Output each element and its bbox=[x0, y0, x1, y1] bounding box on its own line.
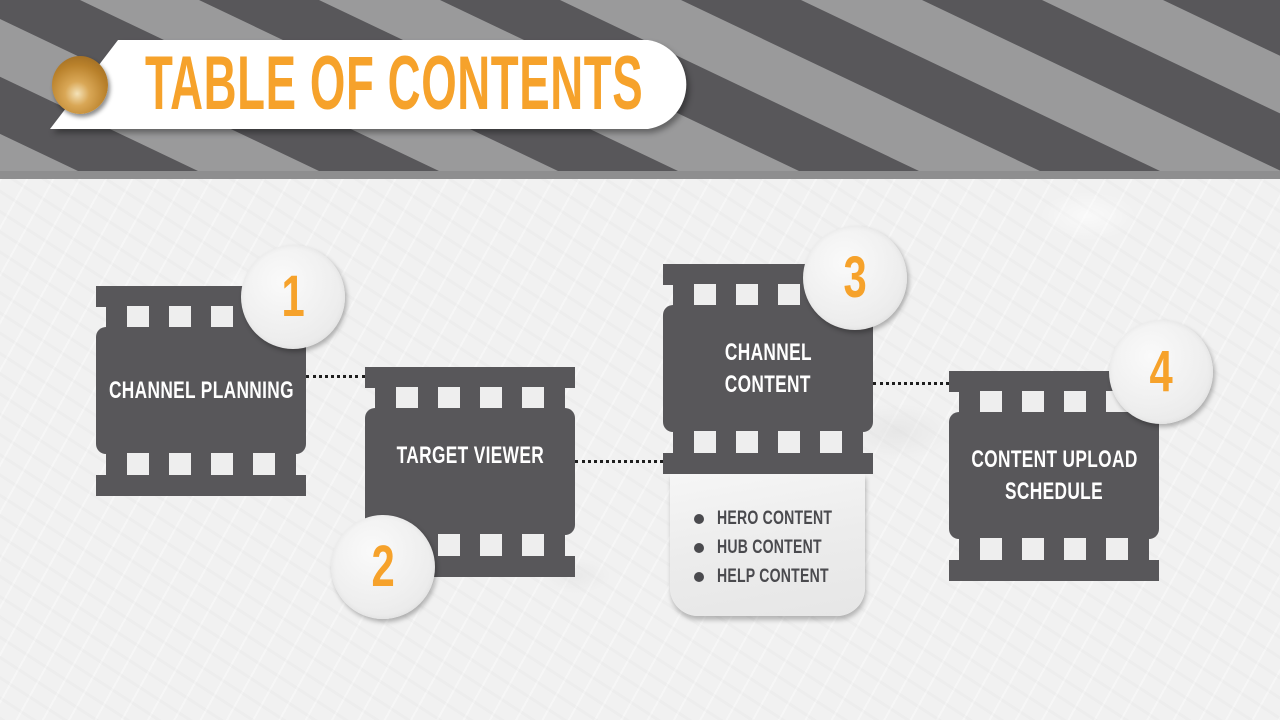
subtopic-label: HERO CONTENT bbox=[717, 507, 833, 529]
film-hole bbox=[778, 431, 800, 453]
section-4-film-frame[interactable]: CONTENT UPLOAD SCHEDULE bbox=[949, 371, 1159, 581]
section-1-number-badge: 1 bbox=[241, 245, 345, 349]
title-banner bbox=[50, 40, 695, 130]
badge-number: 3 bbox=[843, 245, 867, 310]
film-hole bbox=[253, 453, 275, 475]
film-hole bbox=[694, 431, 716, 453]
frame-panel: TARGET VIEWER bbox=[365, 408, 575, 535]
film-hole bbox=[211, 453, 233, 475]
film-hole bbox=[438, 387, 460, 409]
film-hole bbox=[522, 387, 544, 409]
film-holes-bottom bbox=[959, 538, 1149, 560]
section-2-number-badge: 2 bbox=[331, 515, 435, 619]
subtopic-label: HUB CONTENT bbox=[717, 536, 822, 558]
subtopic-item[interactable]: HUB CONTENT bbox=[694, 533, 873, 562]
badge-number: 1 bbox=[281, 264, 305, 329]
section-2-film-frame[interactable]: TARGET VIEWER bbox=[365, 367, 575, 577]
film-hole bbox=[127, 306, 149, 328]
badge-number: 2 bbox=[371, 534, 395, 599]
film-hole bbox=[1064, 538, 1086, 560]
film-hole bbox=[169, 453, 191, 475]
film-hole bbox=[1064, 391, 1086, 413]
film-holes-bottom bbox=[106, 453, 296, 475]
connector-3-4 bbox=[873, 382, 949, 385]
section-3-number-badge: 3 bbox=[803, 226, 907, 330]
frame-panel: CHANNEL PLANNING bbox=[96, 327, 306, 454]
film-band-bottom bbox=[949, 560, 1159, 581]
connector-2-3 bbox=[575, 460, 663, 463]
film-holes-bottom bbox=[673, 431, 863, 453]
film-hole bbox=[438, 534, 460, 556]
film-band-bottom bbox=[663, 453, 873, 474]
header-divider bbox=[0, 171, 1280, 179]
film-hole bbox=[980, 391, 1002, 413]
film-holes-top bbox=[375, 387, 565, 409]
film-hole bbox=[736, 284, 758, 306]
film-hole bbox=[736, 431, 758, 453]
frame-panel: CHANNEL CONTENT bbox=[663, 305, 873, 432]
section-4-label-line2: SCHEDULE bbox=[1005, 477, 1103, 505]
film-strip-icon bbox=[949, 371, 1159, 392]
film-hole bbox=[211, 306, 233, 328]
film-hole bbox=[694, 284, 716, 306]
section-4-label-line1: CONTENT UPLOAD bbox=[970, 445, 1138, 473]
subtopic-item[interactable]: HELP CONTENT bbox=[694, 562, 873, 591]
subtopic-list: HERO CONTENT HUB CONTENT HELP CONTENT bbox=[694, 504, 873, 591]
section-3-film-frame[interactable]: CHANNEL CONTENT bbox=[663, 264, 873, 474]
subtopic-label: HELP CONTENT bbox=[717, 565, 829, 587]
connector-1-2 bbox=[306, 375, 365, 378]
section-3-label-line2: CONTENT bbox=[724, 370, 812, 398]
film-strip-icon bbox=[365, 367, 575, 388]
film-hole bbox=[778, 284, 800, 306]
page-title: TABLE OF CONTENTS bbox=[145, 41, 644, 126]
badge-number: 4 bbox=[1149, 339, 1173, 404]
bullet-icon bbox=[694, 571, 704, 582]
film-holes-top bbox=[959, 391, 1149, 413]
section-3-label-line1: CHANNEL bbox=[724, 338, 812, 366]
frame-panel: CONTENT UPLOAD SCHEDULE bbox=[949, 412, 1159, 539]
section-3-subtopics-card: HERO CONTENT HUB CONTENT HELP CONTENT bbox=[670, 474, 865, 616]
section-1-label: CHANNEL PLANNING bbox=[108, 376, 294, 404]
film-hole bbox=[1022, 538, 1044, 560]
gold-pushpin-icon bbox=[52, 56, 108, 114]
film-hole bbox=[1022, 391, 1044, 413]
film-hole bbox=[1106, 538, 1128, 560]
film-hole bbox=[980, 538, 1002, 560]
film-hole bbox=[169, 306, 191, 328]
subtopic-item[interactable]: HERO CONTENT bbox=[694, 504, 873, 533]
film-hole bbox=[127, 453, 149, 475]
film-hole bbox=[522, 534, 544, 556]
film-hole bbox=[480, 534, 502, 556]
bullet-icon bbox=[694, 542, 704, 553]
film-band-bottom bbox=[96, 475, 306, 496]
film-hole bbox=[480, 387, 502, 409]
film-hole bbox=[396, 387, 418, 409]
section-4-number-badge: 4 bbox=[1109, 320, 1213, 424]
section-2-label: TARGET VIEWER bbox=[396, 442, 544, 469]
banner-shape bbox=[50, 40, 687, 129]
bullet-icon bbox=[694, 513, 704, 524]
film-hole bbox=[820, 431, 842, 453]
